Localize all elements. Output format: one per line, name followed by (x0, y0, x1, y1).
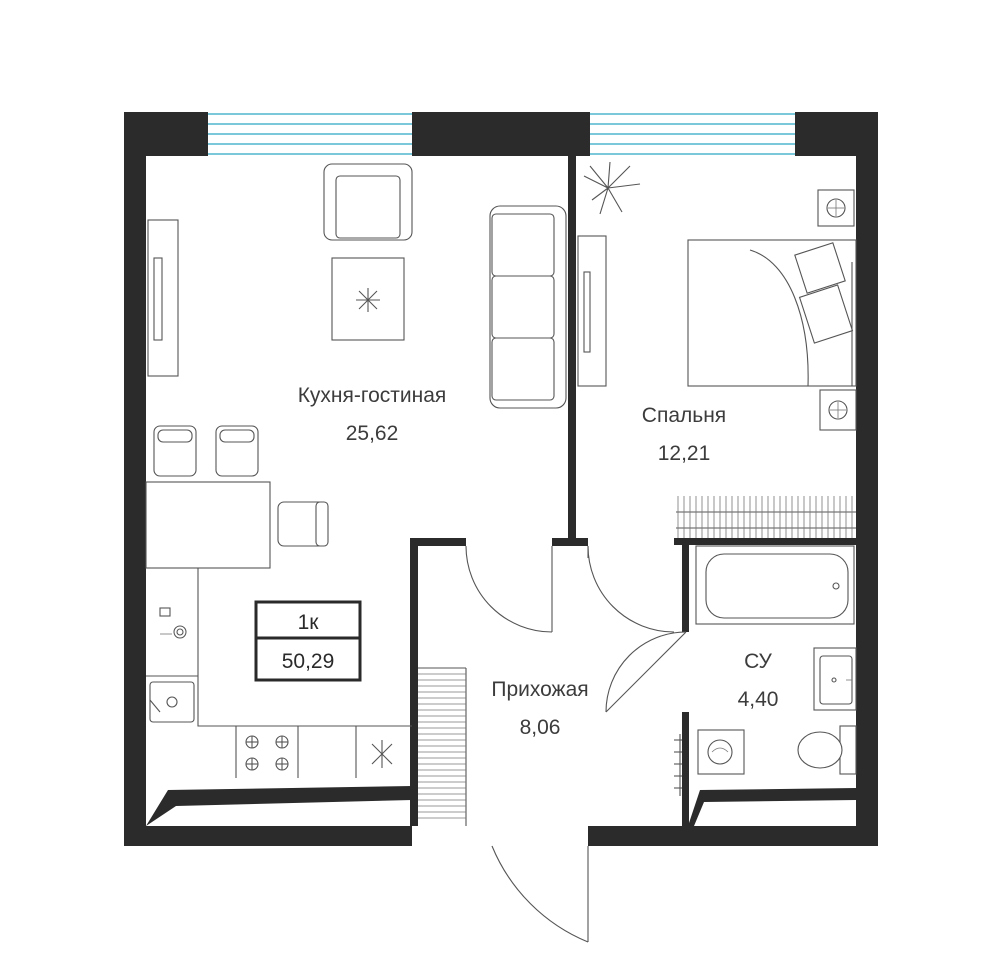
room-area-living: 25,62 (346, 422, 399, 445)
hall-hooks (674, 734, 682, 796)
sink (813, 647, 857, 711)
room-name-bathroom: СУ (744, 650, 772, 673)
nightstand-lamp-icon (817, 189, 857, 431)
fridge-icon (371, 740, 393, 768)
outer-wall (588, 826, 878, 846)
plant-icon (356, 288, 380, 312)
door-living (465, 545, 553, 633)
rooms-count: 1к (298, 611, 320, 634)
total-area: 50,29 (282, 650, 335, 673)
door-bedroom (587, 545, 675, 633)
partition-wall (412, 538, 466, 546)
walls (124, 112, 878, 846)
outer-wall (124, 826, 412, 846)
window-left (208, 113, 412, 155)
room-area-bathroom: 4,40 (738, 688, 779, 711)
dining-chair (277, 501, 329, 547)
bathtub (695, 545, 855, 625)
room-name-bedroom: Спальня (642, 404, 726, 427)
bed (687, 239, 857, 387)
wall-wedge (146, 786, 412, 826)
summary-box: 1к 50,29 (254, 600, 362, 682)
wall-wedge (688, 788, 856, 826)
partition-wall (552, 538, 588, 546)
kitchen-counter (146, 567, 412, 778)
room-name-living: Кухня-гостиная (298, 384, 447, 407)
partition-wall (674, 538, 856, 545)
sofa (489, 205, 567, 409)
room-area-bedroom: 12,21 (658, 442, 711, 465)
outer-wall (795, 112, 878, 846)
washing-machine-icon (697, 729, 745, 775)
plant-icon (583, 161, 641, 215)
door-entrance (491, 845, 589, 943)
outer-wall (412, 112, 590, 156)
partition-wall (682, 538, 689, 632)
armchair (323, 163, 413, 241)
partition-wall (682, 712, 689, 826)
door-bathroom (605, 631, 687, 713)
outer-wall (124, 112, 208, 826)
room-name-hall: Прихожая (491, 678, 588, 701)
dining-table (145, 481, 271, 569)
window-right (590, 113, 795, 155)
hall-shelf (418, 667, 467, 826)
radiator (676, 496, 856, 538)
coffee-table (331, 257, 405, 341)
partition-wall (410, 538, 418, 826)
partition-wall (568, 156, 576, 540)
stove-icon (245, 735, 289, 771)
room-area-hall: 8,06 (520, 716, 561, 739)
wardrobe-bedroom (577, 235, 607, 387)
bar-stools (153, 425, 259, 477)
tv-unit (147, 219, 179, 377)
toilet (797, 725, 857, 775)
